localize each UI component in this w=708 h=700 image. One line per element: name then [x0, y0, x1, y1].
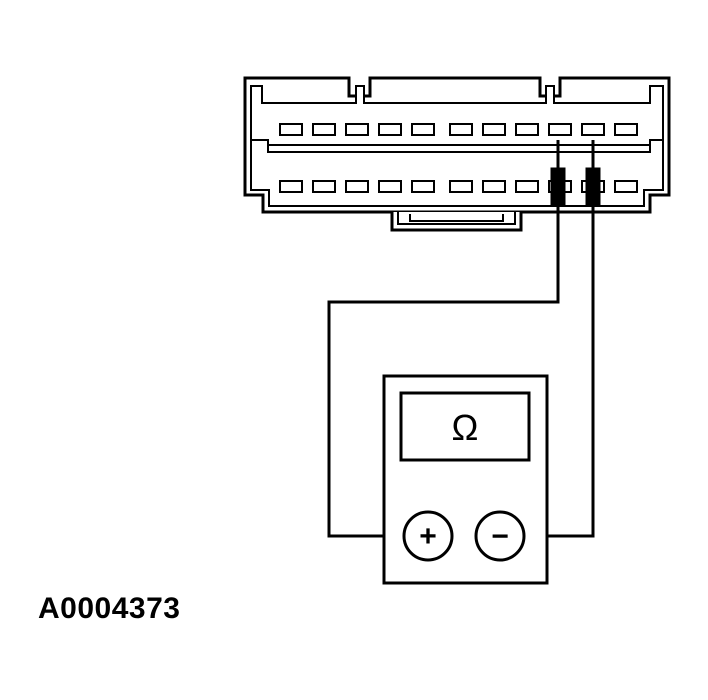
connector-row-divider [251, 139, 663, 153]
connector-cavity [515, 123, 539, 136]
connector [243, 76, 671, 232]
negative-terminal [474, 510, 526, 562]
positive-lead-wire [327, 150, 560, 538]
positive-terminal [402, 510, 454, 562]
connector-cavity [449, 180, 473, 193]
connector-cavity [449, 123, 473, 136]
ohm-symbol: Ω [452, 407, 479, 448]
connector-cavity [345, 123, 369, 136]
connector-cavity [345, 180, 369, 193]
connector-cavity [548, 123, 572, 136]
positive-terminal-label: + [419, 520, 437, 553]
connector-bottom-key-inner [397, 212, 516, 225]
negative-terminal-label: − [491, 520, 509, 553]
connector-cavity [312, 123, 336, 136]
connector-cavity [482, 123, 506, 136]
connector-cavity [614, 123, 638, 136]
connector-cavity [581, 123, 605, 136]
ohmmeter: Ω + − [382, 374, 549, 585]
connector-cavity [411, 123, 435, 136]
connector-cavity [312, 180, 336, 193]
connector-cavity [411, 180, 435, 193]
connector-cavity [279, 180, 303, 193]
probes [550, 140, 601, 207]
connector-cavity [279, 123, 303, 136]
connector-key-slot [409, 214, 504, 222]
connector-cavity [378, 123, 402, 136]
positive-probe-tip [550, 167, 566, 207]
connector-cavity [482, 180, 506, 193]
figure-id: A0004373 [38, 592, 181, 625]
meter-display [399, 391, 531, 462]
negative-probe-tip [585, 167, 601, 207]
connector-cavity [614, 180, 638, 193]
connector-cavity [515, 180, 539, 193]
connector-cavity [378, 180, 402, 193]
